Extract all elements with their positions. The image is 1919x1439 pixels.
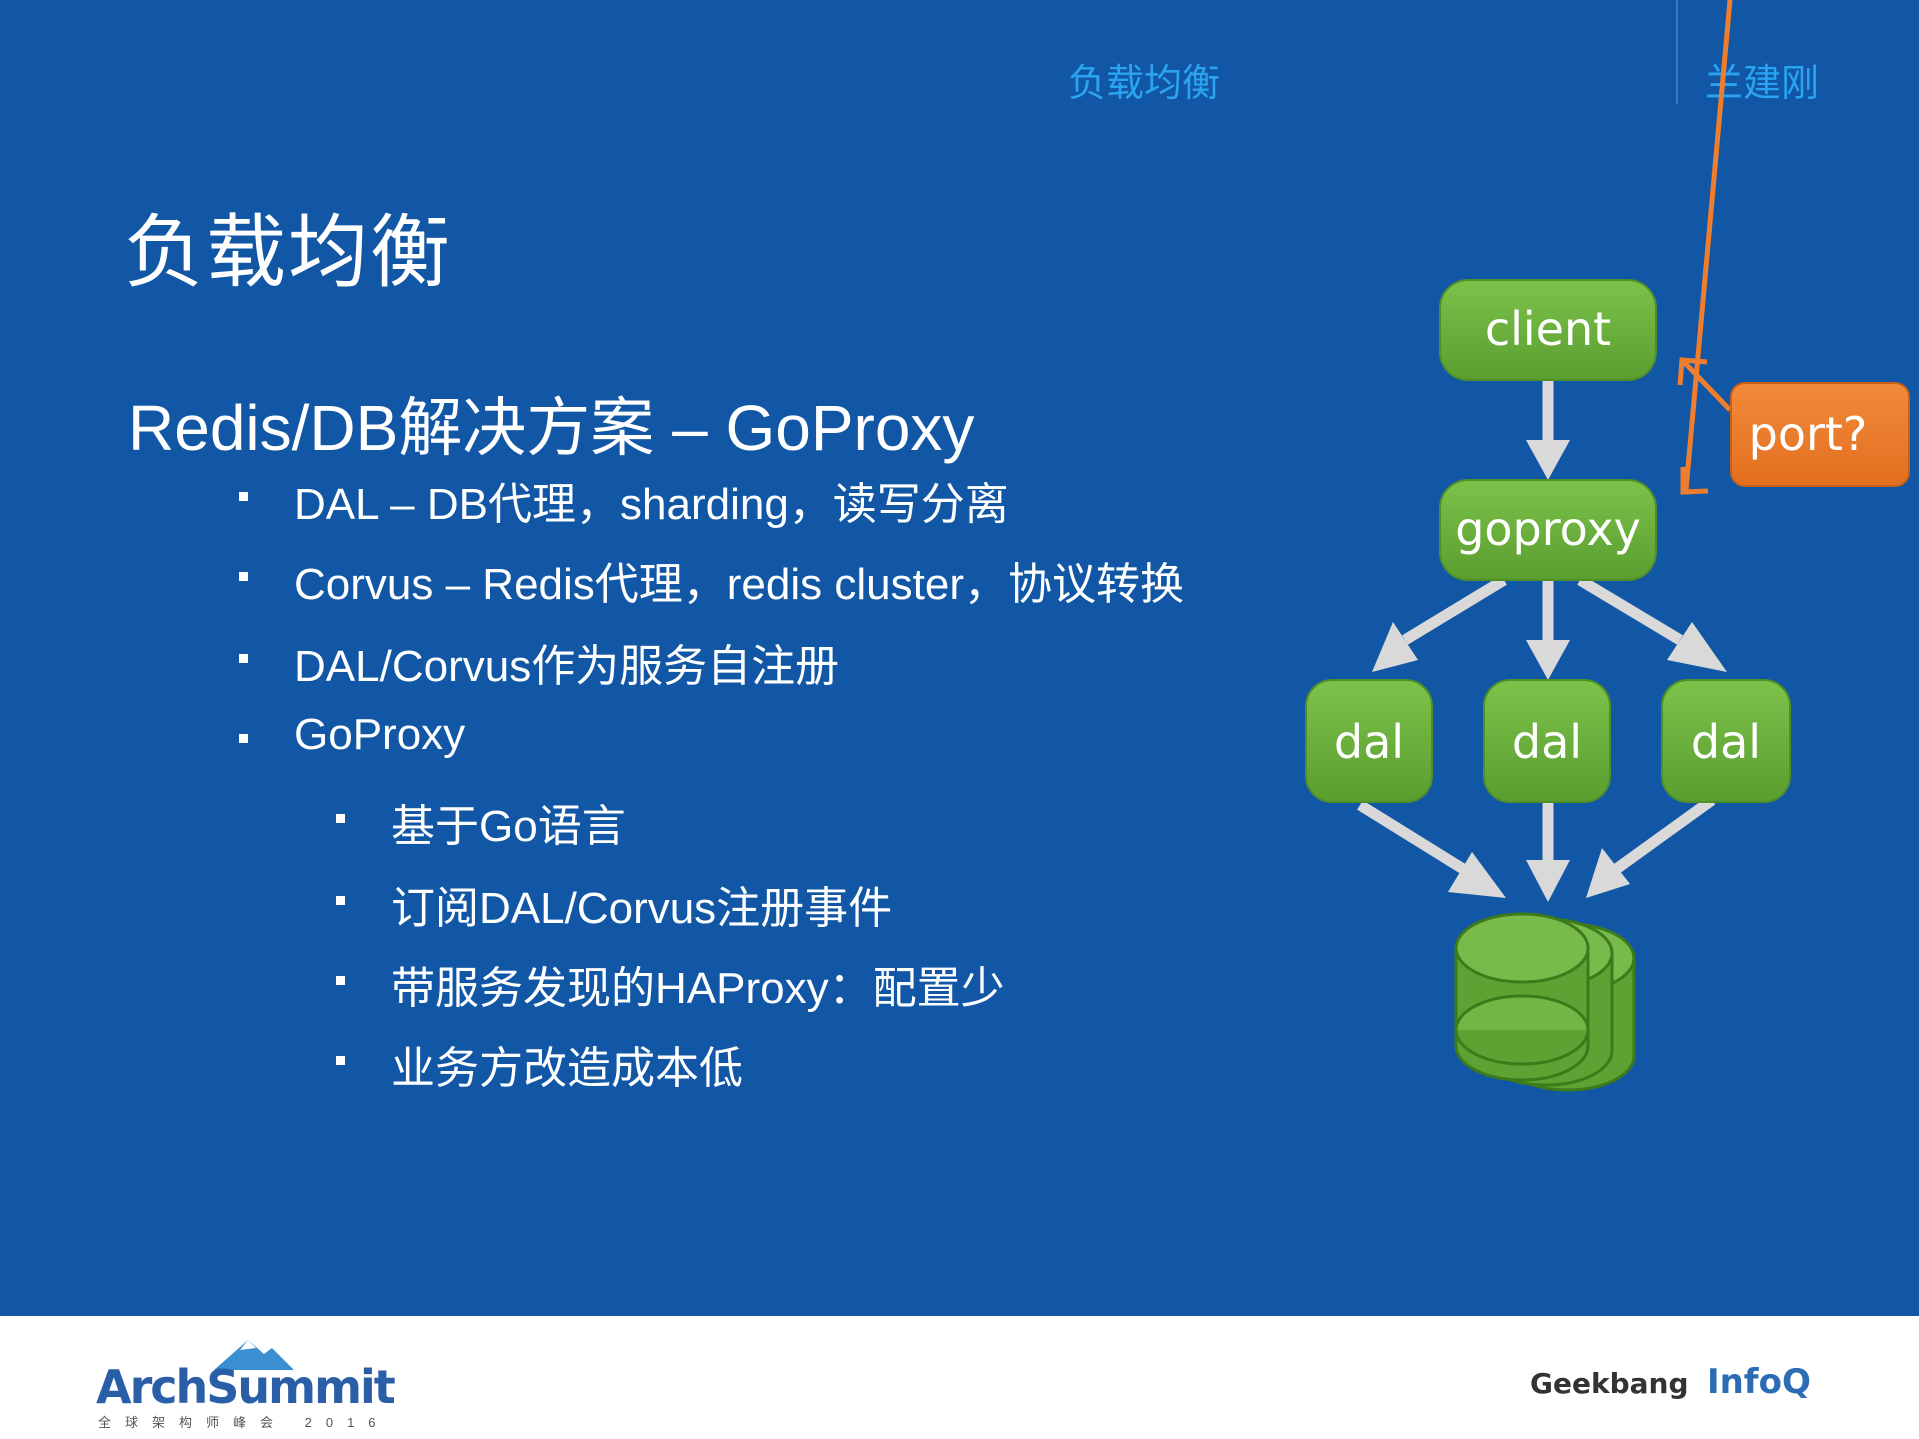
bullet-text: DAL – DB代理，sharding，读写分离 [294, 480, 1009, 529]
bullet-item: GoProxy [239, 710, 466, 760]
dal-node: dal [1483, 679, 1611, 803]
port-arrow-up [1682, 360, 1732, 412]
infoq-logo: InfoQ [1706, 1362, 1811, 1402]
client-node: client [1439, 279, 1657, 381]
port-node: port? [1730, 382, 1910, 487]
bullet-marker [239, 492, 248, 501]
arrowhead [1448, 852, 1506, 898]
header-section-label: 负载均衡 [1068, 63, 1221, 105]
geekbang-logo: Geekbang [1530, 1367, 1689, 1400]
bullet-item: DAL/Corvus作为服务自注册 [239, 630, 840, 694]
mountain-icon [214, 1340, 294, 1370]
dal-label: dal [1691, 715, 1761, 769]
bullet-text: 订阅DAL/Corvus注册事件 [391, 884, 893, 933]
goproxy-label: goproxy [1455, 502, 1641, 556]
arrowhead [1526, 440, 1570, 480]
port-arrows [1677, 0, 1733, 495]
arrowhead [1667, 622, 1727, 672]
bullet-text: 基于Go语言 [391, 802, 626, 851]
arrow-dal-right-db [1611, 795, 1716, 875]
partner-logos: Geekbang InfoQ [1530, 1362, 1811, 1402]
slide-subtitle: Redis/DB解决方案 – GoProxy [128, 392, 975, 464]
bullet-text: DAL/Corvus作为服务自注册 [294, 642, 840, 691]
arrowhead [1372, 622, 1418, 672]
bullet-marker [336, 814, 345, 823]
archsummit-logo: ArchSummit 全球架构师峰会 2016 [96, 1336, 396, 1430]
arrow-dal-left-db [1357, 800, 1471, 877]
arrowhead [1680, 467, 1709, 495]
port-label: port? [1749, 407, 1868, 461]
header-divider [1676, 0, 1678, 104]
bullet-item: Corvus – Redis代理，redis cluster，协议转换 [239, 548, 1184, 612]
bullet-text: Corvus – Redis代理，redis cluster，协议转换 [294, 560, 1184, 609]
bullet-marker [336, 896, 345, 905]
connector-arrows [1357, 380, 1727, 902]
architecture-diagram: client goproxy port? dal dal dal [1305, 0, 1910, 1092]
sub-bullet-item: 基于Go语言 [336, 790, 626, 854]
dal-label: dal [1334, 715, 1404, 769]
bullet-marker [239, 654, 248, 663]
bullet-marker [239, 572, 248, 581]
slide: 负载均衡 兰建刚 负载均衡 Redis/DB解决方案 – GoProxy DAL… [0, 0, 1919, 1316]
slide-title: 负载均衡 [124, 208, 452, 297]
dal-node: dal [1305, 679, 1433, 803]
dal-label: dal [1512, 715, 1582, 769]
database-icon [1454, 912, 1636, 1092]
arrow-goproxy-dal-right [1577, 575, 1683, 645]
port-arrow-down [1683, 0, 1733, 491]
dal-node: dal [1661, 679, 1791, 803]
arrowhead [1526, 640, 1570, 680]
bullet-item: DAL – DB代理，sharding，读写分离 [239, 468, 1009, 532]
arrowhead [1586, 848, 1630, 898]
sub-bullet-item: 业务方改造成本低 [336, 1032, 743, 1096]
bullet-text: 带服务发现的HAProxy：配置少 [391, 964, 1005, 1013]
bullet-text: GoProxy [294, 710, 466, 759]
bullet-marker [336, 1056, 345, 1065]
goproxy-node: goproxy [1439, 479, 1657, 581]
logo-subtitle: 全球架构师峰会 2016 [98, 1415, 390, 1430]
sub-bullet-item: 带服务发现的HAProxy：配置少 [336, 952, 1005, 1016]
bullet-marker [336, 976, 345, 985]
sub-bullet-item: 订阅DAL/Corvus注册事件 [336, 872, 893, 936]
logo-wordmark: ArchSummit [96, 1360, 396, 1414]
arrow-goproxy-dal-left [1402, 575, 1507, 645]
footer [0, 1316, 1919, 1439]
arrowhead [1526, 860, 1570, 902]
client-label: client [1485, 302, 1611, 356]
bullet-marker [239, 734, 248, 743]
bullet-text: 业务方改造成本低 [391, 1044, 743, 1093]
